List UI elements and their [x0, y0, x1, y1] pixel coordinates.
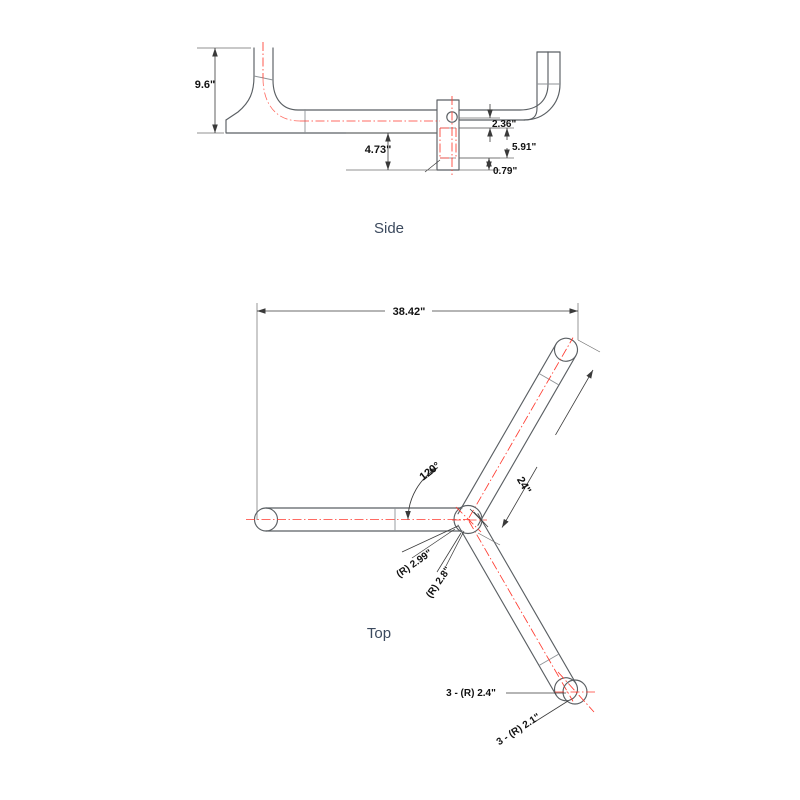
dim-120-deg-text: 120° — [417, 460, 442, 483]
dim-5-91: 5.91" — [459, 127, 536, 159]
side-view-group: 9.6" 4.73" 2.36" 5.91" — [195, 42, 561, 237]
dim-r-2-8-text: (R) 2.8" — [424, 565, 453, 600]
top-arm-upper-right — [457, 337, 579, 526]
dim-0-79: 0.79" — [459, 157, 517, 177]
dim-r-2-1-text: 3 - (R) 2.1" — [495, 712, 543, 748]
side-right-leg — [458, 51, 561, 121]
dim-4-73-text: 4.73" — [365, 144, 392, 156]
side-horizontal-tube — [304, 109, 438, 134]
dim-r-2-4-text: 3 - (R) 2.4" — [446, 688, 496, 699]
dim-120-deg: 120° — [405, 460, 443, 520]
side-view-label: Side — [374, 220, 404, 237]
side-centerlines — [262, 42, 453, 175]
dim-9-6: 9.6" — [195, 47, 251, 134]
top-arm-left — [246, 507, 470, 532]
top-arm-lower-right — [457, 513, 579, 702]
dim-r-2-99-text: (R) 2.99" — [395, 548, 435, 581]
dim-4-73: 4.73" — [346, 132, 437, 171]
dim-5-91-text: 5.91" — [512, 142, 536, 153]
dim-0-79-text: 0.79" — [493, 166, 517, 177]
dim-24: 24" — [477, 339, 601, 546]
side-left-leg — [225, 47, 306, 134]
dim-38-42: 38.42" — [256, 303, 579, 520]
dim-2-36-text: 2.36" — [492, 119, 516, 130]
top-view-label: Top — [367, 625, 391, 642]
radial-leaders-lower-end: 3 - (R) 2.4" 3 - (R) 2.1" — [446, 671, 597, 748]
top-view-group: 38.42" — [246, 303, 601, 748]
side-mounting-block — [424, 99, 460, 173]
top-center-hub — [453, 504, 483, 535]
dim-9-6-text: 9.6" — [195, 79, 216, 91]
dim-38-42-text: 38.42" — [393, 306, 426, 318]
